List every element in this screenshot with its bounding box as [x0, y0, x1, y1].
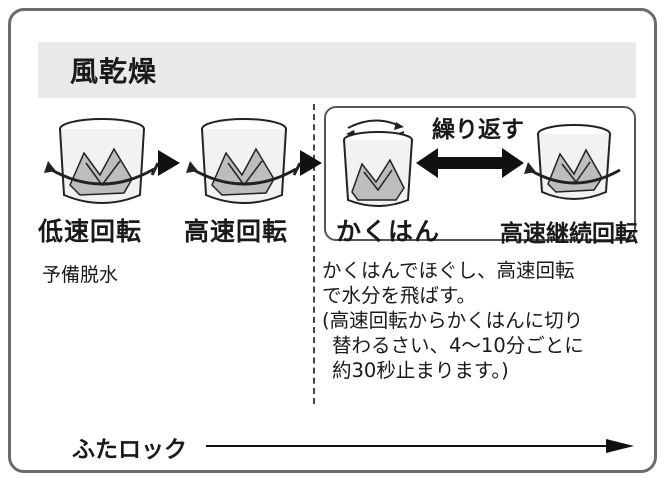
description-line: で水分を飛ばす。 [322, 284, 477, 307]
title-banner: 風乾燥 [38, 42, 636, 98]
description-line: 替わるさい、4～10分ごとに [332, 334, 584, 357]
pre-spin-label: 予備脱水 [42, 264, 119, 286]
description-line: かくはんでほぐし、高速回転 [322, 259, 575, 282]
lid-lock-label: ふたロック [72, 437, 187, 463]
arrow-right-icon [300, 150, 322, 176]
double-arrow-icon [416, 148, 524, 178]
dashed-divider [313, 104, 315, 404]
description-line: (高速回転からかくはんに切り [322, 309, 584, 332]
step-label-agitation: かくはん [336, 217, 441, 246]
repeat-group-box [324, 106, 636, 241]
arrow-right-icon [158, 150, 180, 176]
page-title: 風乾燥 [70, 55, 158, 88]
lid-lock-arrow-icon [206, 439, 634, 453]
repeat-label: 繰り返す [432, 117, 524, 143]
step-label-low-speed: 低速回転 [38, 217, 143, 246]
step-label-high-speed: 高速回転 [184, 217, 289, 246]
description-block: かくはんでほぐし、高速回転 で水分を飛ばす。 (高速回転からかくはんに切り 替わ… [322, 258, 584, 383]
drum-high-speed-icon [186, 118, 302, 204]
drum-continued-high-speed-icon [524, 124, 621, 200]
drum-low-speed-icon [44, 118, 160, 204]
drum-agitation-icon [343, 119, 413, 207]
step-label-continued-high-speed: 高速継続回転 [500, 221, 638, 247]
description-line: 約30秒止まります。) [332, 359, 509, 382]
